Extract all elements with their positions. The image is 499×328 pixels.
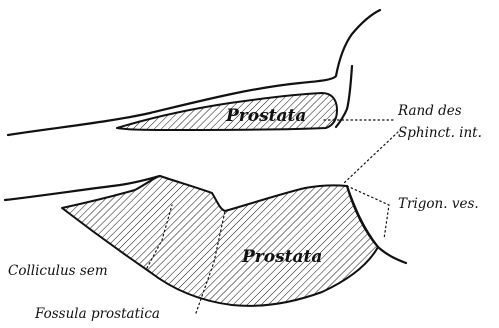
lower-prostate-label: Prostata (241, 247, 322, 267)
lower-prostate-lobe (62, 176, 378, 306)
upper-prostate-label: Prostata (225, 106, 306, 126)
upper-wall-continuation (336, 66, 352, 127)
sphincter-label-line1: Rand des (397, 103, 462, 119)
colliculus-label: Colliculus sem (8, 263, 108, 279)
trigone-label: Trigon. ves. (398, 196, 479, 212)
sphincter-leader (322, 120, 398, 183)
sphincter-label-line2: Sphinct. int. (398, 125, 482, 141)
fossula-label: Fossula prostatica (34, 306, 160, 322)
